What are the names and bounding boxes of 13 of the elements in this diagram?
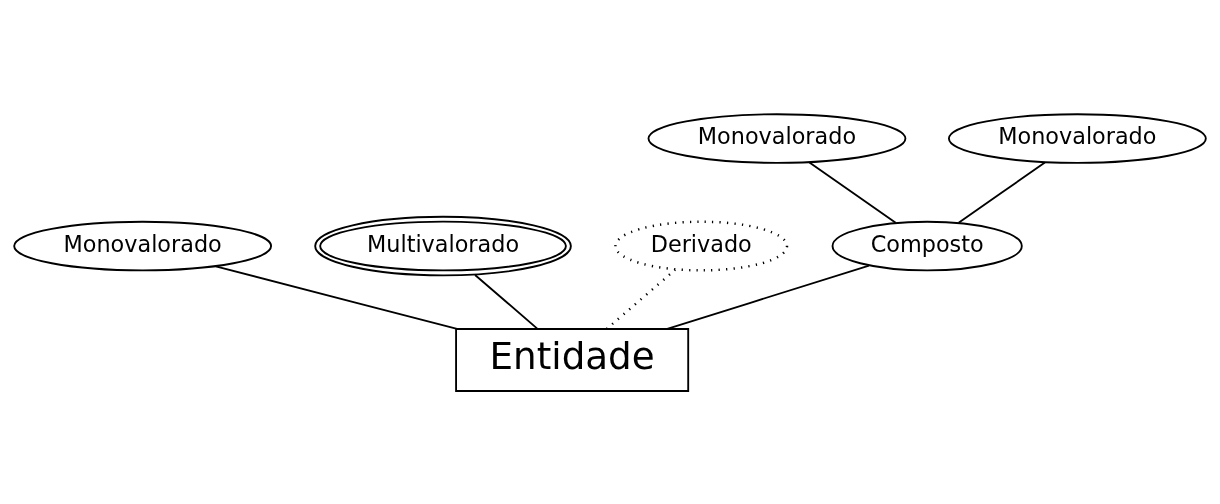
- connector: [808, 161, 897, 224]
- node-ellipse: Composto: [831, 220, 1023, 271]
- node-ellipse: Multivalorado: [314, 215, 572, 276]
- connector: [474, 273, 539, 330]
- node-ellipse: Monovalorado: [948, 112, 1207, 164]
- node-ellipse: Monovalorado: [13, 220, 272, 271]
- node-ellipse: Monovalorado: [647, 112, 907, 164]
- connector: [957, 161, 1046, 224]
- node-box: Entidade: [455, 327, 690, 392]
- node-ellipse: Derivado: [614, 219, 789, 272]
- connector: [214, 264, 458, 330]
- connector: [666, 264, 870, 330]
- connector: [605, 268, 676, 330]
